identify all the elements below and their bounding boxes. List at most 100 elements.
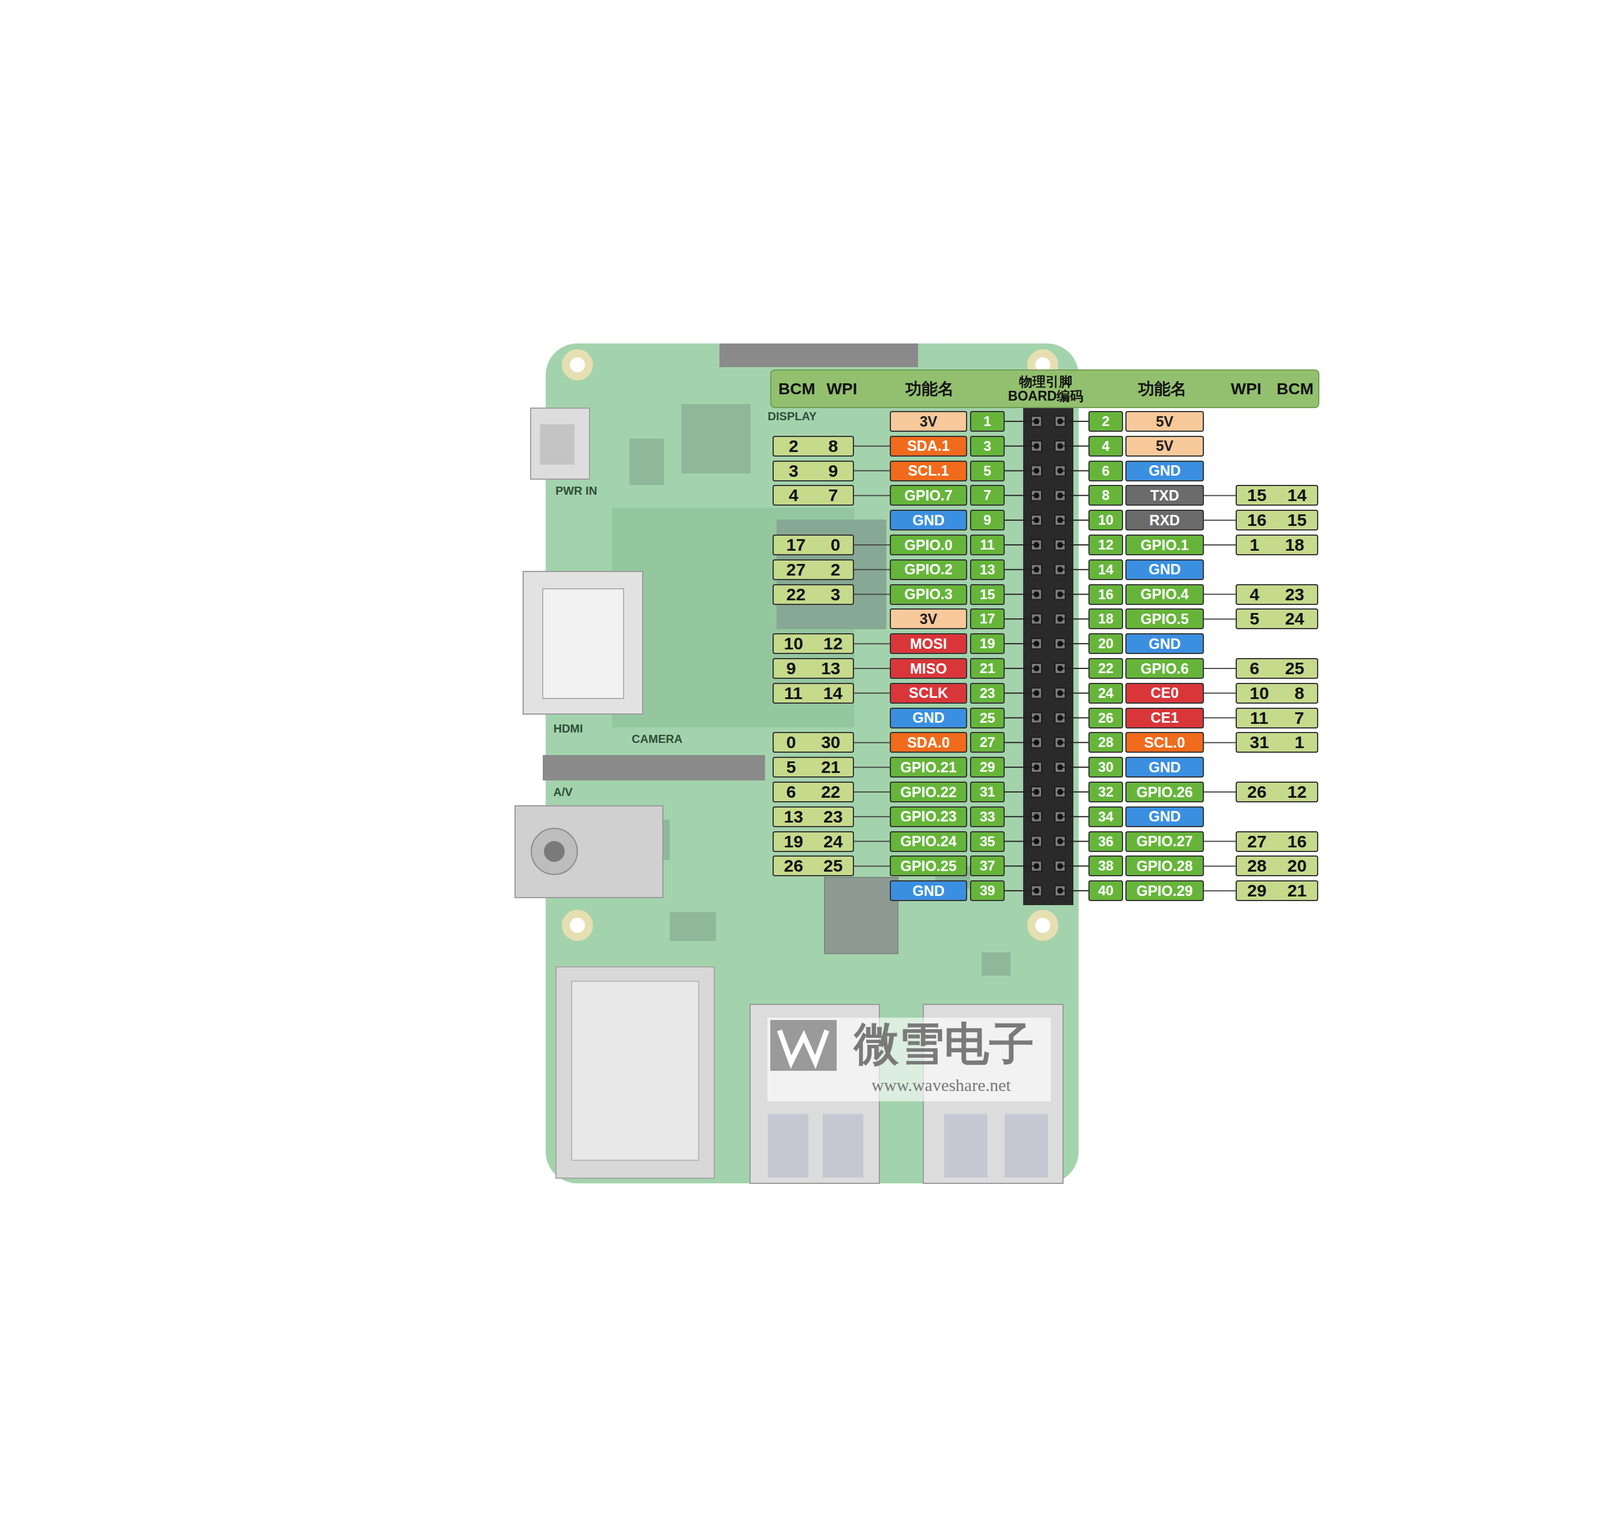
function-name: GPIO.7 [904,488,953,503]
pin-number-box: 5 [970,460,1005,482]
function-name: GPIO.6 [1140,661,1189,677]
connector-line [853,594,890,596]
function-name: GPIO.5 [1140,612,1189,627]
bcm-wpi-box: 2625 [772,855,854,877]
function-name: SDA.0 [907,735,950,751]
silkscreen-label: A/V [553,786,573,798]
function-name: GPIO.23 [900,809,957,824]
column-heading: BCM [1276,381,1314,398]
function-name: 3V [919,414,938,430]
gpio-number: 10 [784,635,804,653]
bcm-wpi-box: 11 7 [1235,707,1319,729]
gpio-number: 2 [830,561,841,579]
bcm-wpi-box: 27 16 [1235,831,1319,853]
gpio-number: 20 [1287,857,1307,875]
connector-line [853,692,890,695]
function-box: GPIO.4 [1125,584,1204,606]
pin-number-box: 27 [970,732,1005,753]
gpio-number: 1 [1294,733,1305,752]
gpio-number: 7 [1294,709,1305,727]
connector-line [1203,791,1236,793]
pin-number: 21 [979,661,996,676]
function-box: CE1 [1125,707,1204,729]
function-name: GPIO.27 [1136,834,1193,849]
pin-number: 23 [979,686,996,701]
bcm-wpi-box: 423 [1235,584,1319,606]
pin-number: 14 [1098,562,1114,577]
function-name: GND [1148,562,1181,577]
pin-number: 22 [1098,661,1114,676]
gpio-number: 8 [1294,684,1305,703]
connector-line [853,544,890,546]
pin-number-box: 31 [970,781,1005,803]
pin-number-box: 9 [970,509,1005,531]
gpio-number: 12 [1287,783,1307,801]
pin-number: 36 [1098,834,1114,849]
pin-number: 38 [1098,859,1114,874]
pin-number: 28 [1098,735,1114,750]
pin-number-box: 13 [970,559,1005,581]
function-box: GND [889,509,968,531]
function-name: GPIO.25 [900,859,957,874]
function-box: GND [1125,806,1204,828]
function-name: SDA.1 [907,438,950,454]
gpio-number: 27 [1247,833,1267,851]
connector-line [853,841,890,843]
function-box: GPIO.25 [889,855,968,877]
connector-line [1203,668,1236,670]
function-name: GPIO.22 [900,785,957,800]
gpio-number: 11 [1250,709,1269,727]
pin-number: 15 [979,587,996,602]
pin-number: 3 [983,439,991,454]
gpio-number: 24 [1284,610,1304,628]
watermark-panel [767,1017,1051,1102]
gpio-number: 26 [784,857,804,875]
function-box: GPIO.27 [1125,831,1204,853]
bcm-wpi-box: 1012 [772,633,854,655]
pin-number: 25 [979,711,996,726]
gpio-number: 21 [1287,882,1307,900]
gpio-number: 16 [1287,833,1307,851]
gpio-number: 22 [786,586,806,604]
function-box: SCL.0 [1125,732,1204,753]
connector-line [853,470,890,472]
gpio-number: 15 [1247,486,1267,505]
connector-line [853,741,890,744]
column-heading: WPI [1231,381,1262,398]
function-name: GND [912,884,945,899]
gpio-number: 1 [1249,536,1260,554]
bcm-wpi-box: 170 [772,534,854,556]
function-box: GPIO.2 [889,559,968,581]
function-name: GND [912,513,945,528]
function-name: SCLK [908,685,949,701]
pin-number-box: 25 [970,707,1005,729]
connector-line [853,766,890,768]
function-name: MISO [909,661,947,677]
function-box: CE0 [1125,683,1204,704]
pin-number: 13 [979,562,996,577]
pin-number: 10 [1098,513,1114,528]
gpio-number: 21 [821,758,841,777]
function-box: GPIO.0 [889,534,968,556]
bcm-wpi-box: 1114 [772,683,854,704]
pin-number: 9 [983,513,991,528]
bcm-wpi-box: 622 [772,781,854,803]
gpio-number: 30 [821,733,841,752]
gpio-number: 4 [1249,586,1260,604]
function-name: TXD [1150,488,1180,503]
function-name: SCL.1 [908,463,950,479]
silkscreen-label: CAMERA [631,733,683,745]
bcm-wpi-box: 913 [772,658,854,680]
pin-number-box: 35 [970,831,1005,853]
function-box: SCLK [889,683,968,704]
gpio-number: 10 [1249,684,1269,703]
function-box: GPIO.3 [889,584,968,606]
function-box: 3V [889,608,968,630]
bcm-wpi-box: 223 [772,584,854,606]
pin-header [1004,404,1089,906]
function-box: SCL.1 [889,460,968,482]
connector-line [853,865,890,867]
gpio-number: 5 [1249,610,1260,628]
bcm-wpi-box: 5 24 [1235,608,1319,630]
silkscreen-label: HDMI [553,722,583,735]
